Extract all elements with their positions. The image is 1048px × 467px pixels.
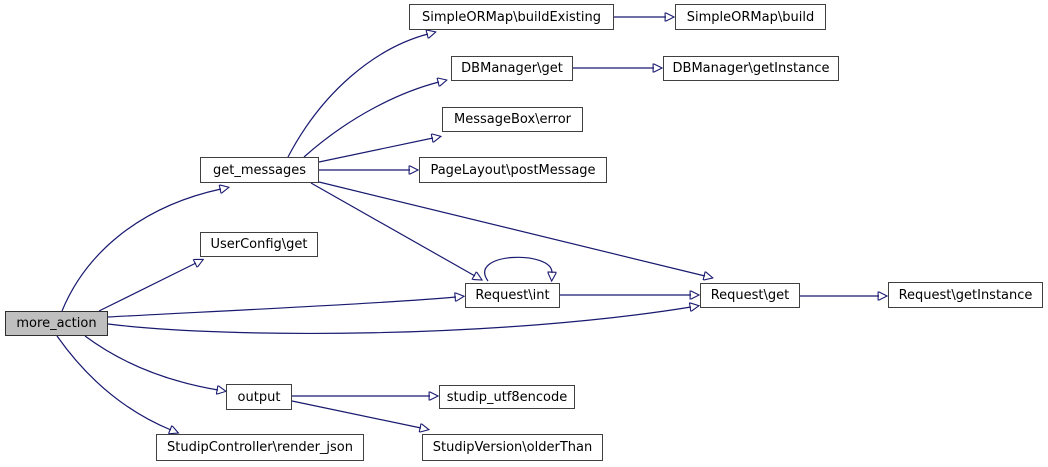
edge-more-action-to-output — [84, 335, 218, 390]
node-simpleormap-buildexisting[interactable]: SimpleORMap\buildExisting — [409, 4, 614, 30]
node-studipcontroller-render-json[interactable]: StudipController\render_json — [156, 434, 364, 461]
edge-more-action-to-request-get — [107, 307, 691, 335]
edge-get-messages-to-request-get — [318, 181, 705, 276]
edge-get-messages-to-simpleormap-buildexisting — [287, 34, 428, 158]
edge-request-int-self-loop — [484, 256, 552, 281]
node-dbmanager-get[interactable]: DBManager\get — [451, 56, 573, 81]
node-more-action[interactable]: more_action — [5, 311, 108, 336]
edge-more-action-to-request-int — [107, 297, 456, 318]
node-messagebox-error[interactable]: MessageBox\error — [442, 107, 583, 132]
edge-get-messages-to-request-int — [310, 182, 475, 276]
node-userconfig-get[interactable]: UserConfig\get — [200, 232, 318, 257]
node-output[interactable]: output — [226, 384, 292, 410]
edge-more-action-to-userconfig-get — [98, 263, 196, 312]
node-simpleormap-build[interactable]: SimpleORMap\build — [675, 4, 826, 30]
edge-get-messages-to-dbmanager-get — [303, 82, 439, 158]
edge-more-action-to-get-messages — [61, 189, 221, 312]
node-studipversion-olderthan[interactable]: StudipVersion\olderThan — [422, 434, 603, 461]
edge-get-messages-to-messagebox-error — [318, 138, 433, 163]
node-request-getinstance[interactable]: Request\getInstance — [888, 282, 1043, 308]
node-studip-utf8encode[interactable]: studip_utf8encode — [439, 385, 575, 409]
node-request-get[interactable]: Request\get — [700, 283, 800, 308]
edge-output-to-studipversion-olderthan — [291, 400, 421, 428]
node-get-messages[interactable]: get_messages — [200, 157, 319, 183]
edge-more-action-to-studipcontroller-render-json — [56, 335, 171, 430]
node-dbmanager-getinstance[interactable]: DBManager\getInstance — [663, 56, 839, 81]
node-pagelayout-postmessage[interactable]: PageLayout\postMessage — [419, 157, 607, 183]
node-request-int[interactable]: Request\int — [465, 283, 560, 308]
